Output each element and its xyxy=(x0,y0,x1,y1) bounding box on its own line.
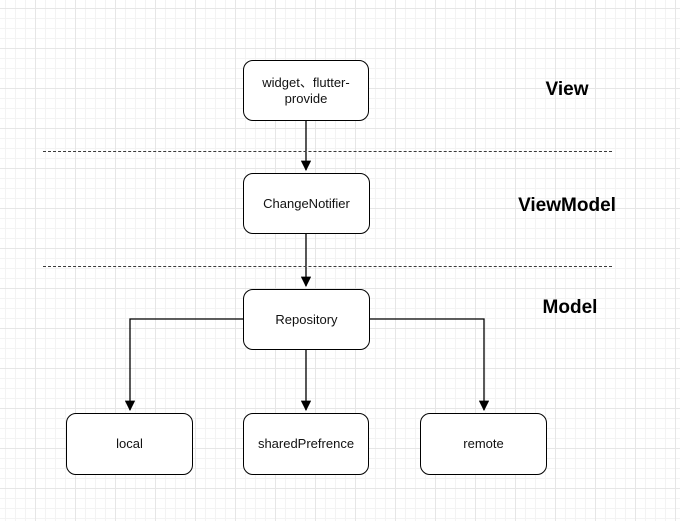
layer-label-viewmodel: ViewModel xyxy=(518,195,616,216)
node-sharedprefrence: sharedPrefrence xyxy=(243,413,369,475)
node-repository: Repository xyxy=(243,289,370,350)
node-remote-label: remote xyxy=(463,436,504,451)
layer-divider-view-viewmodel xyxy=(43,151,612,152)
layer-label-model: Model xyxy=(542,297,598,318)
node-changenotifier: ChangeNotifier xyxy=(243,173,370,234)
node-changenotifier-label: ChangeNotifier xyxy=(263,195,350,211)
connector-repository-to-local xyxy=(124,318,243,412)
node-widget-flutter-provide: widget、flutter- provide xyxy=(243,60,369,121)
node-local: local xyxy=(66,413,193,475)
connector-repository-to-remote xyxy=(370,318,490,412)
node-repository-label: Repository xyxy=(275,311,338,327)
layer-divider-viewmodel-model xyxy=(43,266,612,267)
node-local-label: local xyxy=(116,436,143,451)
layer-label-view: View xyxy=(545,79,589,100)
node-sharedprefrence-label: sharedPrefrence xyxy=(257,436,355,451)
node-widget-flutter-provide-line1: widget、flutter- xyxy=(262,74,350,90)
node-widget-flutter-provide-line2: provide xyxy=(284,90,328,106)
node-remote: remote xyxy=(420,413,547,475)
